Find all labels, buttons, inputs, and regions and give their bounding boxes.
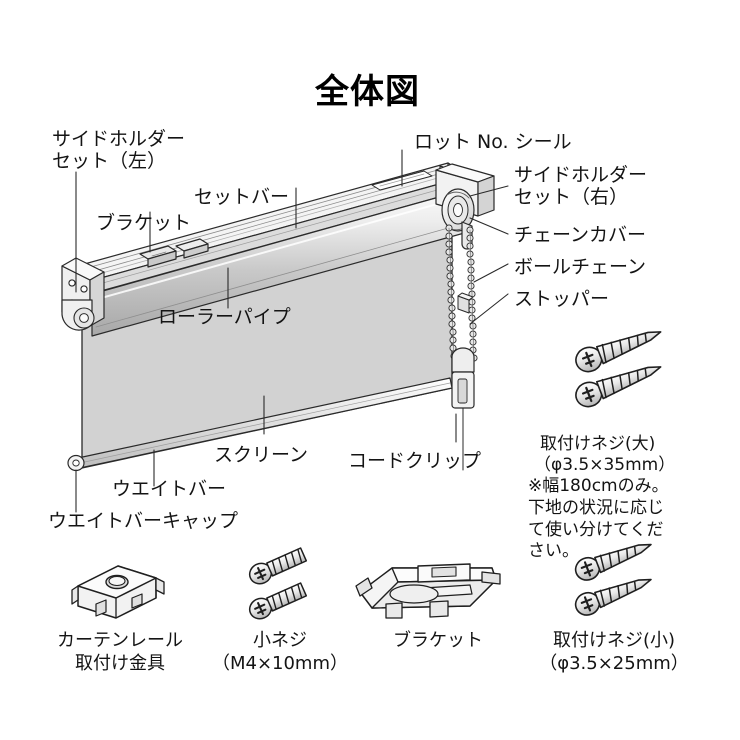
caption-curtain-rail-bracket: カーテンレール 取付け金具 (57, 630, 183, 674)
caption-mounting-screw-small: 取付けネジ(小) （φ3.5×25mm） (539, 630, 689, 674)
label-weight-bar: ウエイトバー (112, 478, 227, 500)
large-screw-spec: （φ3.5×35mm） (534, 455, 676, 475)
caption-bracket: ブラケット (393, 630, 483, 651)
caption-small-screw: 小ネジ （M4×10mm） (211, 630, 349, 674)
large-screw-pair (575, 331, 662, 408)
label-screen: スクリーン (214, 444, 309, 466)
large-screw-note: ※幅180cmのみ。 下地の状況に応じ て使い分けてくだ さい。 (528, 476, 669, 562)
small-screw-pair (248, 547, 308, 620)
bracket-art (355, 563, 501, 619)
label-stopper: ストッパー (514, 288, 610, 310)
label-set-bar: セットバー (194, 186, 290, 208)
label-chain-cover: チェーンカバー (514, 224, 647, 246)
label-lot-no-seal: ロット No. シール (414, 131, 572, 153)
leader-lines (75, 149, 509, 513)
large-screw-name: 取付けネジ(大) (540, 434, 656, 454)
label-roller-pipe: ローラーパイプ (158, 306, 291, 328)
page-title: 全体図 (315, 72, 420, 112)
label-side-holder-right: サイドホルダー セット（右） (514, 164, 648, 209)
label-weight-bar-cap: ウエイトバーキャップ (48, 510, 239, 532)
label-bracket-upper: ブラケット (96, 212, 192, 234)
label-ball-chain: ボールチェーン (514, 256, 647, 278)
label-side-holder-left: サイドホルダー セット（左） (52, 128, 186, 173)
label-cord-clip: コードクリップ (348, 450, 482, 472)
curtain-rail-bracket-art (71, 565, 165, 619)
mounting-screw-small-pair (574, 543, 652, 616)
